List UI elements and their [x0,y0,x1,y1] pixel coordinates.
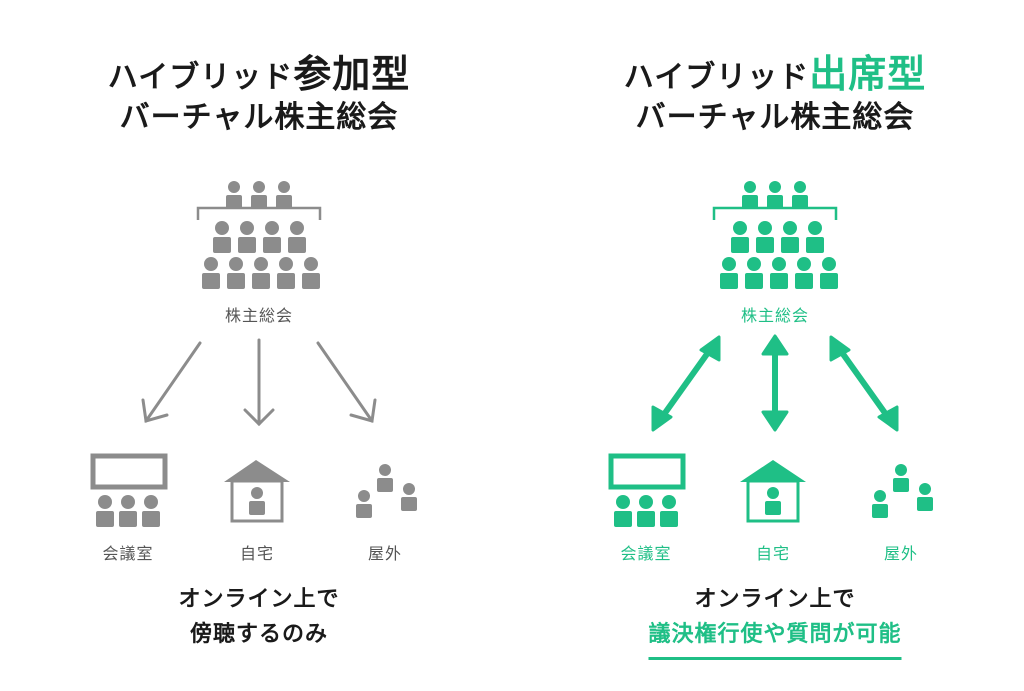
left-title-line1: ハイブリッド参加型 [107,55,410,96]
right-node-home: 自宅 [755,544,791,563]
left-title-prefix: ハイブリッド [107,60,294,95]
left-arrow-to-outdoor [316,341,374,423]
right-arrow-home [761,334,789,432]
left-title-line2: バーチャル株主総会 [119,100,399,135]
left-arrow-to-meeting-room [144,341,202,423]
right-caption-line1: オンライン上で [694,587,856,612]
right-title-line2: バーチャル株主総会 [635,100,915,135]
right-node-meeting-room: 会議室 [620,544,672,563]
left-home-icon [224,460,290,523]
right-node-outdoor: 屋外 [883,544,919,563]
right-arrow-meeting-room [651,335,721,432]
right-outdoor-icon [872,464,933,518]
left-meeting-room-icon [90,453,168,527]
left-node-home: 自宅 [239,544,275,563]
left-caption-line2: 傍聴するのみ [189,622,329,647]
right-title-line1: ハイブリッド出席型 [623,55,926,96]
left-outdoor-icon [356,464,417,518]
left-arrows [141,338,377,427]
right-arrow-outdoor [829,335,899,432]
right-meeting-room-icon [608,453,686,527]
right-caption-line2: 議決権行使や質問が可能 [648,619,902,660]
right-meeting-icon [712,181,838,289]
right-title-accent: 出席型 [809,52,927,96]
left-title-accent: 参加型 [293,52,411,96]
left-center-label: 株主総会 [224,306,294,325]
left-node-meeting-room: 会議室 [102,544,154,563]
right-center-label: 株主総会 [740,306,810,325]
right-home-icon [740,460,806,523]
left-meeting-icon [196,181,322,289]
right-title-prefix: ハイブリッド [623,60,810,95]
left-caption-line1: オンライン上で [178,587,340,612]
left-node-outdoor: 屋外 [367,544,403,563]
right-arrows [651,334,899,432]
